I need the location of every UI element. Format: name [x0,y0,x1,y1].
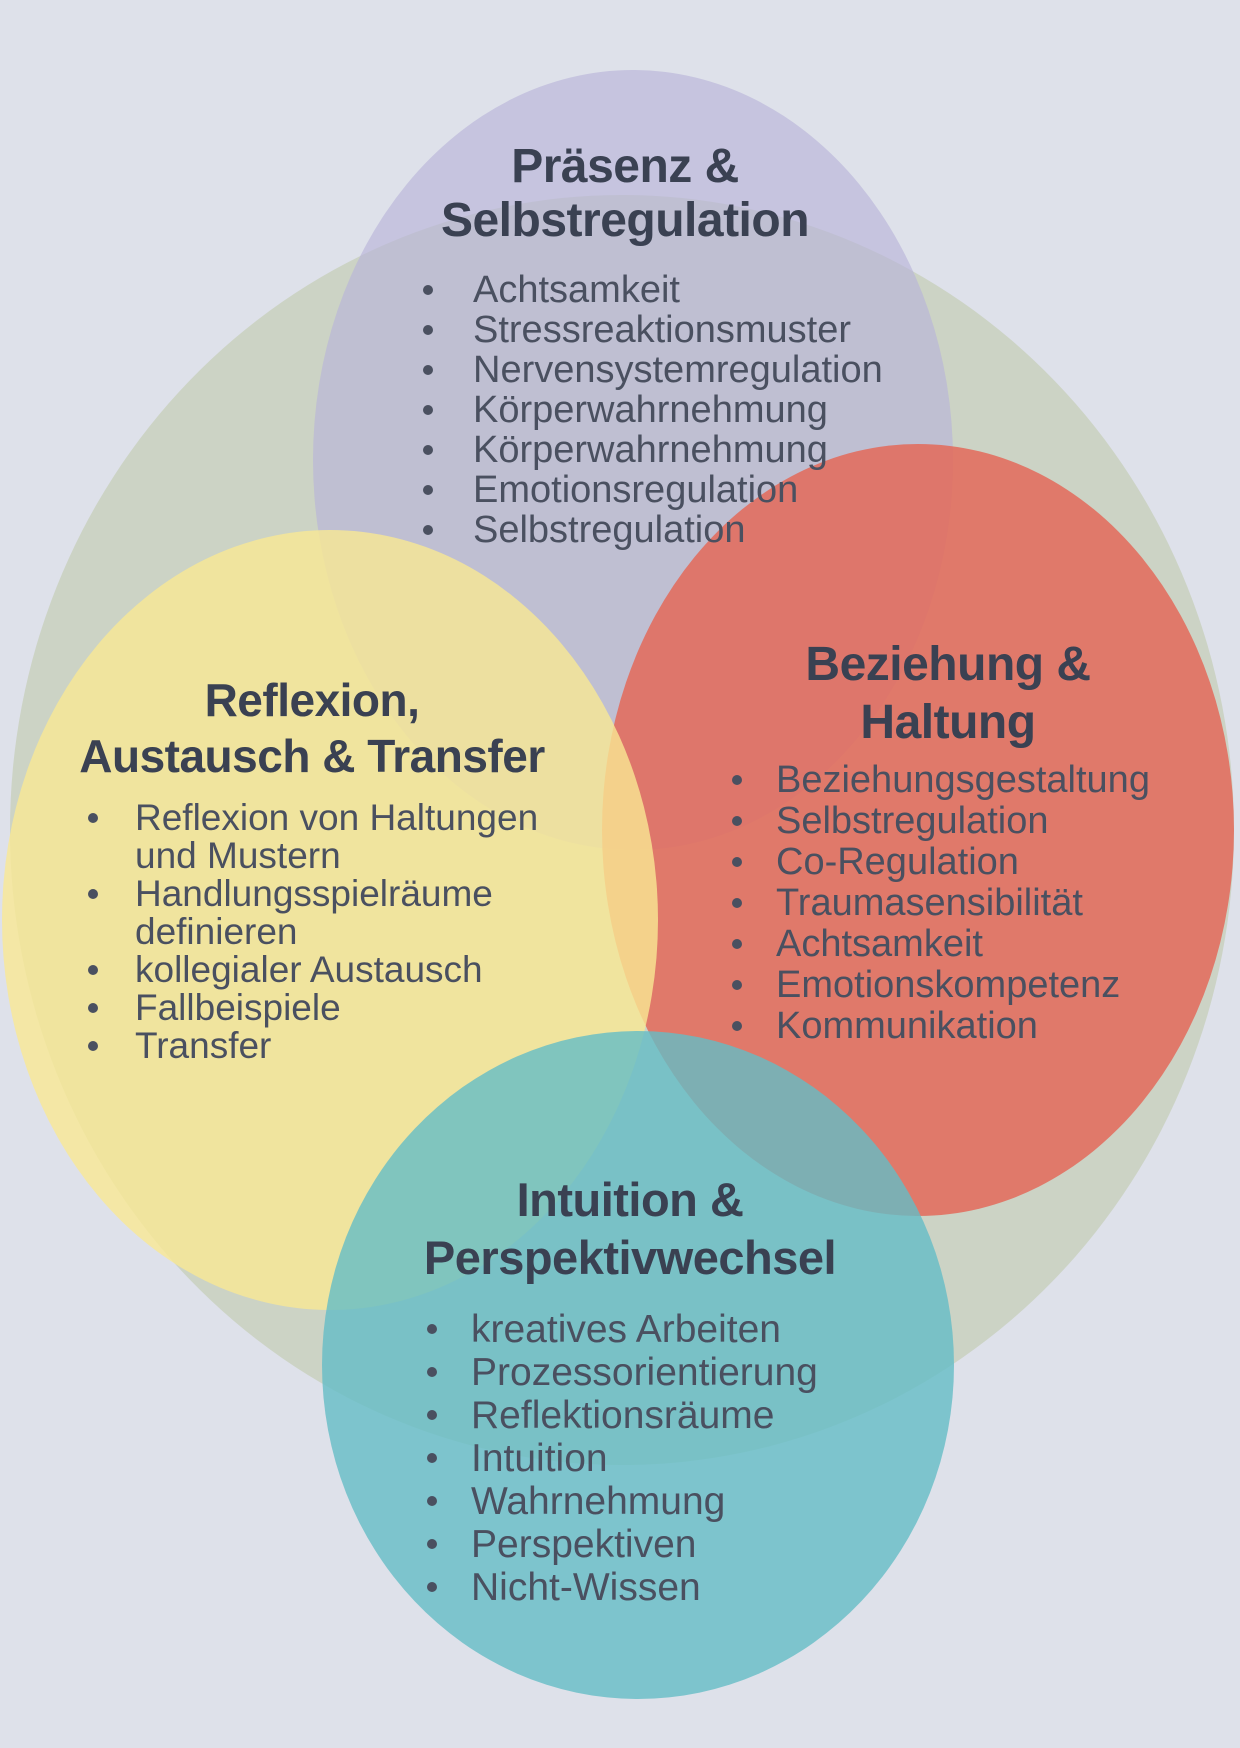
circle-beziehung [602,444,1234,1216]
reflexion-title: Reflexion,Austausch & Transfer [0,672,642,784]
list-item-label: Co-Regulation [776,841,1019,883]
list-item: Reflexion von Haltungen und Mustern [88,799,580,875]
list-item-label: Achtsamkeit [776,923,983,965]
bullet-icon [88,965,98,975]
bullet-icon [423,285,433,295]
bullet-icon [88,813,98,823]
list-item: Reflektionsräume [427,1394,818,1437]
list-item: Prozessorientierung [427,1351,818,1394]
bullet-icon [423,485,433,495]
list-item-label: Selbstregulation [473,509,746,551]
list-item-label: Reflektionsräume [471,1394,775,1437]
list-item: Beziehungsgestaltung [732,760,1150,801]
bullet-icon [427,1410,437,1420]
list-item-label: Traumasensibilität [776,882,1083,924]
list-item: Achtsamkeit [732,924,1150,965]
bullet-icon [423,325,433,335]
list-item: Körperwahrnehmung [423,430,883,470]
intuition-title: Intuition &Perspektivwechsel [300,1171,960,1287]
list-item: Körperwahrnehmung [423,390,883,430]
list-item: Intuition [427,1437,818,1480]
list-item-label: Reflexion von Haltungen und Mustern [135,797,539,876]
list-item-label: Kommunikation [776,1005,1038,1047]
intuition-title-line: Intuition & [516,1173,744,1226]
bullet-icon [423,445,433,455]
bullet-icon [732,939,742,949]
list-item-label: Handlungsspielräume definieren [135,873,493,952]
list-item-label: Nervensystemregulation [473,349,883,391]
bullet-icon [88,1041,98,1051]
bullet-icon [427,1367,437,1377]
list-item: Wahrnehmung [427,1480,818,1523]
list-item: Traumasensibilität [732,883,1150,924]
list-item: Selbstregulation [423,510,883,550]
bullet-icon [732,857,742,867]
beziehung-list: Beziehungsgestaltung Selbstregulation Co… [732,760,1150,1047]
beziehung-title: Beziehung &Haltung [648,636,1240,752]
list-item: Emotionskompetenz [732,965,1150,1006]
praesenz-title-line: Präsenz & [511,140,739,193]
list-item-label: Emotionsregulation [473,469,799,511]
list-item-label: Emotionskompetenz [776,964,1121,1006]
list-item-label: Beziehungsgestaltung [776,759,1150,801]
intuition-list: kreatives Arbeiten Prozessorientierung R… [427,1308,818,1609]
bullet-icon [423,365,433,375]
beziehung-title-line: Beziehung & [805,638,1091,691]
list-item-label: Wahrnehmung [471,1480,726,1523]
list-item: Achtsamkeit [423,270,883,310]
reflexion-title-line: Austausch & Transfer [79,730,545,782]
bullet-icon [427,1324,437,1334]
list-item-label: Achtsamkeit [473,269,680,311]
bullet-icon [732,980,742,990]
list-item-label: Transfer [135,1025,272,1066]
list-item-label: Körperwahrnehmung [473,389,828,431]
list-item-label: Körperwahrnehmung [473,429,828,471]
list-item-label: Stressreaktionsmuster [473,309,852,351]
list-item-label: kollegialer Austausch [135,949,483,990]
list-item: Transfer [88,1027,580,1065]
bullet-icon [88,1003,98,1013]
bullet-icon [427,1496,437,1506]
bullet-icon [427,1539,437,1549]
bullet-icon [732,816,742,826]
list-item: Nervensystemregulation [423,350,883,390]
bullet-icon [423,405,433,415]
list-item: Kommunikation [732,1006,1150,1047]
list-item: Stressreaktionsmuster [423,310,883,350]
list-item: Handlungsspielräume definieren [88,875,580,951]
list-item-label: Fallbeispiele [135,987,341,1028]
praesenz-list: Achtsamkeit Stressreaktionsmuster Nerven… [423,270,883,550]
list-item: Co-Regulation [732,842,1150,883]
bullet-icon [732,775,742,785]
list-item: Emotionsregulation [423,470,883,510]
bullet-icon [732,898,742,908]
bullet-icon [88,889,98,899]
list-item-label: Nicht-Wissen [471,1566,701,1609]
bullet-icon [427,1453,437,1463]
list-item: kollegialer Austausch [88,951,580,989]
list-item-label: Intuition [471,1437,608,1480]
list-item-label: Prozessorientierung [471,1351,818,1394]
list-item: kreatives Arbeiten [427,1308,818,1351]
praesenz-title: Präsenz &Selbstregulation [275,140,975,248]
circle-intuition [322,1031,954,1699]
bullet-icon [427,1582,437,1592]
list-item: Perspektiven [427,1523,818,1566]
list-item: Fallbeispiele [88,989,580,1027]
bullet-icon [423,525,433,535]
intuition-title-line: Perspektivwechsel [423,1231,837,1284]
praesenz-title-line: Selbstregulation [440,194,810,247]
list-item: Nicht-Wissen [427,1566,818,1609]
bullet-icon [732,1021,742,1031]
list-item-label: Perspektiven [471,1523,697,1566]
reflexion-list: Reflexion von Haltungen und Mustern Hand… [88,799,580,1065]
reflexion-title-line: Reflexion, [204,674,420,726]
beziehung-title-line: Haltung [860,696,1036,749]
list-item-label: Selbstregulation [776,800,1049,842]
list-item: Selbstregulation [732,801,1150,842]
list-item-label: kreatives Arbeiten [471,1308,782,1351]
